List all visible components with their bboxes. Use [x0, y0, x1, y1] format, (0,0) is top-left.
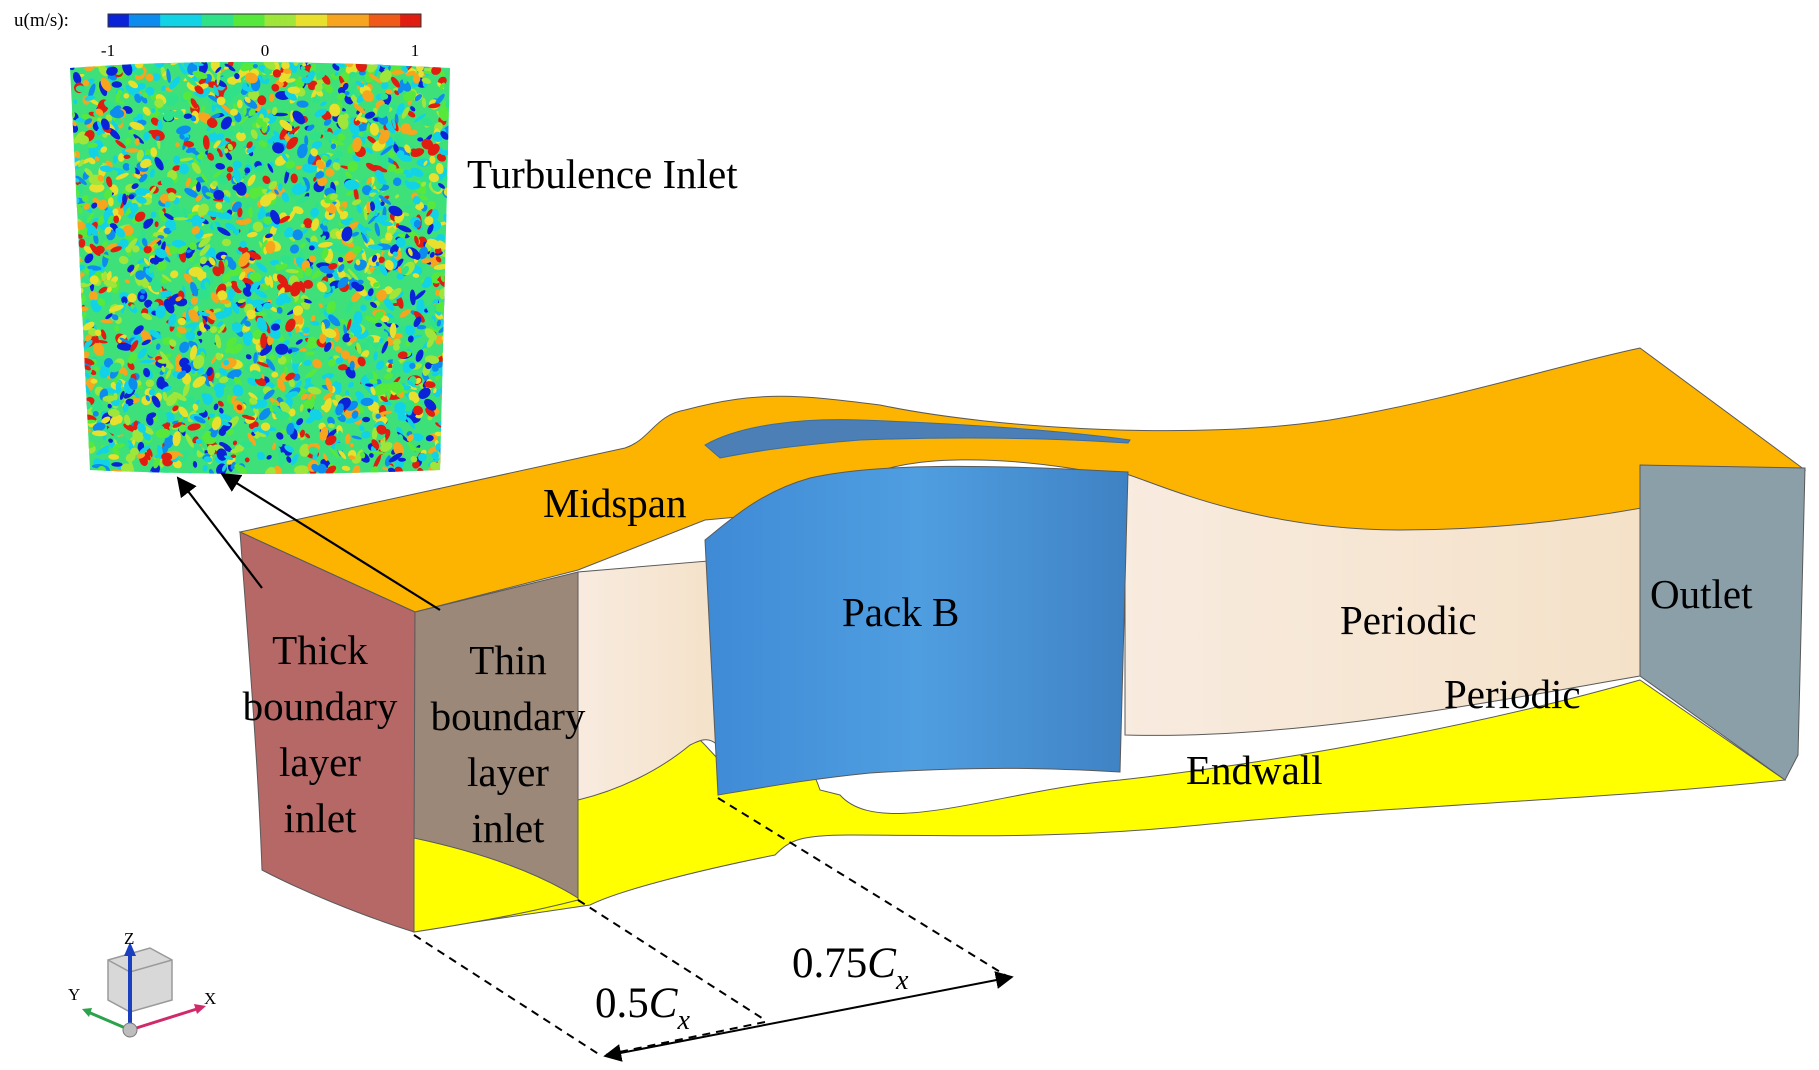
colorbar-segment [233, 14, 245, 27]
leader-lines [176, 472, 441, 611]
colorbar-segment [295, 14, 307, 27]
triad-origin-icon [122, 1022, 138, 1038]
x-axis-icon [129, 1006, 201, 1032]
dimension-label-short: 0.5Cx [595, 980, 690, 1036]
colorbar-tick-min: -1 [101, 41, 115, 60]
dimension-label-long-sub: x [895, 965, 909, 996]
blade-label: Pack B [842, 589, 959, 635]
colorbar-segment [368, 14, 380, 27]
thick-inlet-label-line: inlet [284, 795, 357, 841]
outlet-label: Outlet [1650, 571, 1753, 617]
colorbar-segment [201, 14, 213, 27]
thin-inlet-label-line: Thin [469, 637, 546, 683]
triad-z-label: Z [124, 929, 134, 948]
axes-triad: Z Y X [68, 929, 216, 1038]
dimension-lines [413, 797, 1014, 1062]
colorbar-segment [181, 14, 192, 27]
midspan-label: Midspan [543, 480, 687, 526]
colorbar-segment [264, 14, 276, 27]
blade-surface [704, 465, 1129, 796]
thick-inlet-label: Thick boundary layer inlet [243, 627, 398, 841]
colorbar-segment [389, 14, 401, 27]
dimension-label-long: 0.75Cx [792, 940, 909, 996]
colorbar-segment [108, 14, 119, 27]
y-axis-icon [87, 1010, 131, 1032]
colorbar-segment [118, 14, 130, 27]
turbulence-inlet-contour [70, 62, 450, 474]
colorbar-tick-max: 1 [411, 41, 420, 60]
colorbar-segment [316, 14, 328, 27]
extension-line-inlet [413, 934, 601, 1056]
colorbar-variable-label: u(m/s): [14, 10, 69, 31]
endwall-label: Endwall [1186, 747, 1323, 793]
colorbar-segment [170, 14, 182, 27]
periodic-wall [577, 559, 721, 801]
thin-inlet-label-line: boundary [431, 693, 586, 739]
colorbar-segment [139, 14, 151, 27]
turbulence-inlet-label: Turbulence Inlet [467, 151, 738, 197]
colorbar-segment [306, 14, 318, 27]
colorbar-segment [128, 14, 140, 27]
colorbar-segment [327, 14, 339, 27]
colorbar-segment [191, 14, 203, 27]
thick-inlet-face [239, 531, 416, 933]
colorbar-segment [337, 14, 349, 27]
blade-airfoil-slot [704, 419, 1131, 459]
dimension-arrow-long [603, 971, 1014, 1062]
colorbar-segment [358, 14, 370, 27]
dimension-label-short-var: C [649, 980, 679, 1027]
colorbar-segment [212, 14, 224, 27]
triad-y-label: Y [68, 985, 80, 1004]
thin-inlet-label-line: inlet [472, 805, 545, 851]
thick-inlet-label-line: Thick [272, 627, 368, 673]
colorbar-segment [254, 14, 265, 27]
outlet-face [1639, 464, 1806, 781]
thin-inlet-label-line: layer [467, 749, 549, 795]
extension-line-blade [717, 797, 1011, 979]
colorbar-segment [149, 14, 161, 27]
dimension-label-long-coef: 0.75 [792, 940, 867, 987]
triad-x-label: X [204, 989, 216, 1008]
colorbar-segment [243, 14, 255, 27]
leader-line-thin [220, 472, 441, 611]
thick-inlet-label-line: boundary [243, 683, 398, 729]
dimension-label-long-var: C [867, 940, 897, 987]
dimension-label-short-sub: x [676, 1005, 690, 1036]
thick-inlet-label-line: layer [279, 739, 361, 785]
colorbar-segment [347, 14, 359, 27]
colorbar-segment [222, 14, 234, 27]
periodic-lower-label: Periodic [1444, 671, 1581, 717]
colorbar-tick-mid: 0 [261, 41, 270, 60]
flow-domain [238, 347, 1807, 933]
colorbar-segment [160, 14, 172, 27]
colorbar-frame [107, 13, 422, 28]
colorbar-segment [379, 14, 391, 27]
thin-inlet-label: Thin boundary layer inlet [431, 637, 586, 851]
dimension-label-short-coef: 0.5 [595, 980, 649, 1027]
colorbar-segment [400, 14, 412, 27]
leader-line-thick [176, 476, 263, 589]
colorbar-segment [274, 14, 286, 27]
colorbar-segment [410, 14, 422, 27]
periodic-upper-label: Periodic [1340, 597, 1477, 643]
colorbar: u(m/s): -1 0 1 [14, 10, 422, 60]
triad-cube-icon [107, 947, 173, 1013]
colorbar-segment [285, 14, 297, 27]
endwall-front-wedge [413, 837, 579, 933]
